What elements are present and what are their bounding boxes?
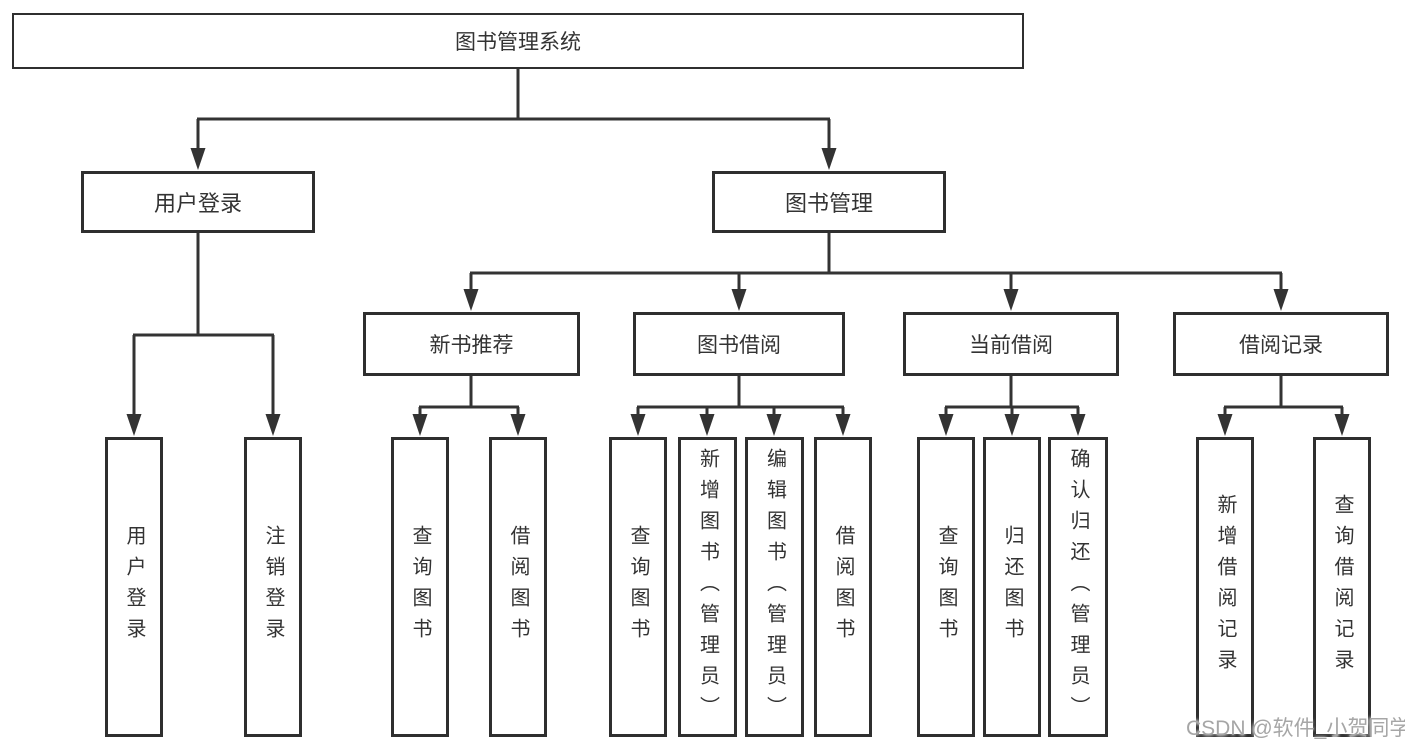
arrowheads	[126, 148, 1350, 436]
node-library-management-system: 图书管理系统	[12, 13, 1024, 69]
leaf-add-borrow-record: 新增借阅记录	[1196, 437, 1254, 737]
leaf-label: 注销登录	[262, 525, 284, 649]
node-label: 图书管理	[784, 191, 873, 216]
leaf-query-borrow-record: 查询借阅记录	[1313, 437, 1371, 737]
leaf-label: 编辑图书（管理员）	[763, 447, 786, 727]
leaf-add-books-admin: 新增图书（管理员）	[678, 437, 737, 737]
leaf-label: 借阅图书	[832, 525, 854, 649]
node-user-login: 用户登录	[81, 171, 315, 233]
leaf-label: 借阅图书	[507, 525, 529, 649]
leaf-borrow-books-1: 借阅图书	[489, 437, 547, 737]
node-book-borrowing: 图书借阅	[633, 312, 845, 376]
leaf-borrow-books-2: 借阅图书	[814, 437, 872, 737]
node-label: 图书管理系统	[455, 31, 581, 54]
node-book-management: 图书管理	[712, 171, 946, 233]
node-current-borrowing: 当前借阅	[903, 312, 1119, 376]
leaf-label: 归还图书	[1001, 525, 1023, 649]
leaf-label: 查询借阅记录	[1331, 494, 1353, 680]
node-label: 图书借阅	[697, 334, 781, 357]
leaf-label: 新增借阅记录	[1214, 494, 1236, 680]
csdn-watermark: CSDN @软件_小贺同学	[1186, 717, 1405, 740]
leaf-logout: 注销登录	[244, 437, 302, 737]
node-label: 当前借阅	[969, 334, 1053, 357]
leaf-label: 查询图书	[935, 525, 957, 649]
leaf-confirm-return-admin: 确认归还（管理员）	[1048, 437, 1108, 737]
leaf-return-books: 归还图书	[983, 437, 1041, 737]
node-label: 用户登录	[153, 191, 242, 216]
leaf-query-books-1: 查询图书	[391, 437, 449, 737]
leaf-label: 查询图书	[409, 525, 431, 649]
leaf-query-books-3: 查询图书	[917, 437, 975, 737]
node-label: 新书推荐	[429, 334, 514, 357]
leaf-label: 新增图书（管理员）	[696, 447, 719, 727]
leaf-label: 确认归还（管理员）	[1067, 447, 1089, 727]
node-borrowing-records: 借阅记录	[1173, 312, 1389, 376]
leaf-edit-books-admin: 编辑图书（管理员）	[745, 437, 804, 737]
leaf-label: 用户登录	[123, 525, 145, 649]
node-new-book-recommend: 新书推荐	[363, 312, 580, 376]
leaf-query-books-2: 查询图书	[609, 437, 667, 737]
node-label: 借阅记录	[1239, 334, 1323, 357]
leaf-label: 查询图书	[627, 525, 649, 649]
leaf-user-login: 用户登录	[105, 437, 163, 737]
